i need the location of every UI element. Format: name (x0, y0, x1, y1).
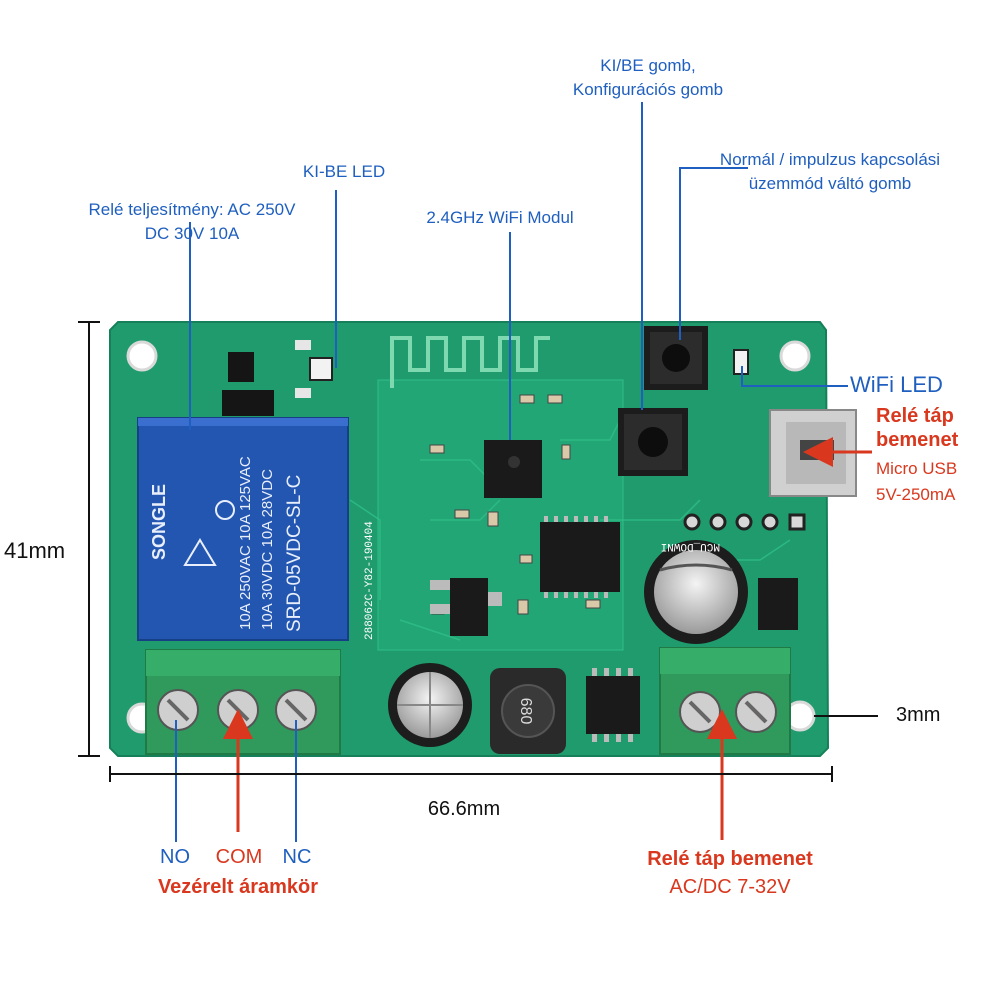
driver-ic (540, 516, 620, 598)
relay-brand-text: SONGLE (149, 484, 169, 560)
mount-hole (779, 340, 811, 372)
wifi-led-label: WiFi LED (850, 372, 943, 397)
width-dimension-label: 66.6mm (427, 798, 501, 820)
relay-spec-text: 10A 30VDC 10A 28VDC (259, 469, 276, 630)
onoff-button-line-1: KI/BE gomb, (600, 56, 696, 75)
transistor-q1 (228, 352, 254, 382)
nc-terminal-label: NC (282, 846, 312, 868)
wifi-module-area (377, 379, 624, 651)
onoff-led-component (309, 357, 333, 381)
com-terminal-label: COM (215, 846, 263, 868)
relay-rating-line-1: Relé teljesítmény: AC 250V (88, 200, 296, 219)
height-dimension-label: 41mm (4, 538, 66, 563)
no-terminal-label: NO (160, 846, 190, 868)
wifi-antenna (390, 336, 550, 388)
usb-power-title: Relé táp bemenet (876, 404, 958, 452)
header-label-text: MCU_DOWNI (661, 540, 720, 552)
usb-spec-line-2: 5V-250mA (876, 485, 956, 504)
terminal-block-power (659, 647, 791, 755)
inductor: 680 (490, 668, 566, 754)
controlled-circuit-label: Vezérelt áramkör (157, 876, 319, 898)
pcb-traces (349, 419, 791, 641)
usb-power-spec: Micro USB 5V-250mA (876, 456, 957, 508)
onoff-config-button-label: KI/BE gomb, Konfigurációs gomb (573, 54, 723, 102)
relay-spec-text: 10A 250VAC 10A 125VAC (237, 456, 254, 630)
wifi-chip (484, 440, 542, 498)
capacitor-large (644, 540, 748, 644)
usb-spec-line-1: Micro USB (876, 459, 958, 478)
relay-model-text: SRD-05VDC-SL-C (284, 475, 305, 632)
power-terminal-spec: AC/DC 7-32V (669, 876, 791, 898)
soic8-ic (586, 668, 640, 742)
hole-dimension-label: 3mm (896, 704, 941, 726)
voltage-regulator (450, 578, 488, 636)
relay-rating-label: Relé teljesítmény: AC 250V DC 30V 10A (89, 198, 296, 246)
dimension-lines (78, 321, 878, 782)
mode-button-label: Normál / impulzus kapcsolási üzemmód vál… (720, 148, 940, 196)
leader-lines (175, 102, 848, 842)
power-terminal-title: Relé táp bemenet (647, 848, 813, 870)
onoff-button-line-2: Konfigurációs gomb (572, 80, 724, 99)
pcb-code-text: 288062C-Y82-190404 (364, 521, 376, 640)
onoff-led-label: KI-BE LED (302, 162, 386, 181)
mode-button-line-1: Normál / impulzus kapcsolási (719, 150, 941, 169)
usb-title-line-1: Relé táp (876, 405, 954, 427)
terminal-block-load (145, 649, 341, 755)
capacitor-c18 (388, 663, 472, 747)
relay-rating-line-2: DC 30V 10A (144, 224, 240, 243)
relay-component: SONGLE 10A 250VAC 10A 125VAC 10A 30VDC 1… (137, 417, 349, 641)
svg-text:680: 680 (517, 698, 534, 725)
header-pins (683, 513, 806, 531)
onoff-config-button-component (644, 326, 708, 390)
mount-hole (126, 340, 158, 372)
diode-d6 (758, 578, 798, 630)
usb-title-line-2: bemenet (876, 429, 959, 451)
wifi-module-label: 2.4GHz WiFi Modul (426, 208, 574, 227)
mode-button-line-2: üzemmód váltó gomb (748, 174, 912, 193)
mode-button-component (618, 408, 688, 476)
